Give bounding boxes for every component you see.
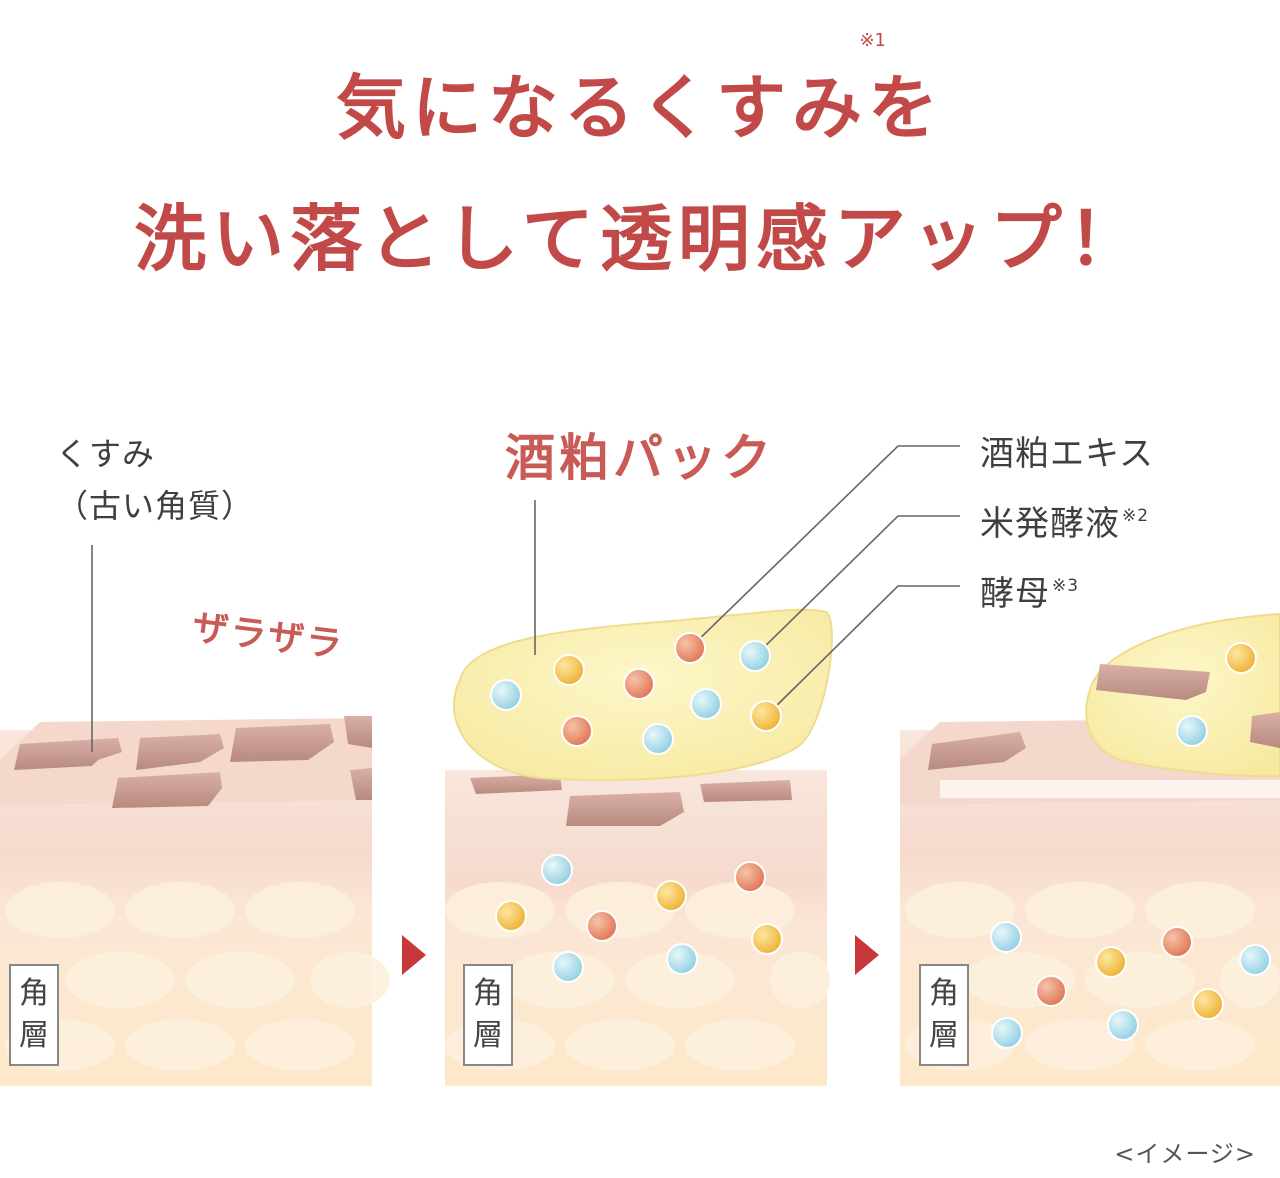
panel-before [0,716,390,1086]
panel-pack [445,608,833,1086]
dot-yellow [750,700,782,732]
old-keratin-flakes [14,716,372,808]
kusumi-label: くすみ （古い角質） [56,428,254,532]
headline-line1: 気になるくすみ ※1 を [0,30,1280,153]
stratum-char-1: 角 [929,976,959,1011]
arrow-right-icon [402,935,426,975]
dot-orange [1035,975,1067,1007]
dot-orange [586,910,618,942]
stratum-label-box-2 [463,964,513,1066]
sake-lees-pack-label: 酒粕パック [505,429,775,487]
dot-blue [490,679,522,711]
kusumi-label-line1: くすみ [56,435,156,473]
ingredient-label-yeast: 酵母※3 [980,566,1079,615]
headline-line1-main: 気になるくすみ [336,66,868,149]
stratum-label-box-1 [9,964,59,1066]
dot-yellow [553,654,585,686]
dot-blue [1176,715,1208,747]
headline-line1-tail: を [868,66,944,149]
dot-orange [561,715,593,747]
dot-yellow [1225,642,1257,674]
ingredient-name: 米発酵液 [980,504,1120,544]
dot-blue [1107,1009,1139,1041]
dot-blue [642,723,674,755]
dot-yellow [751,923,783,955]
stratum-char-1: 角 [473,976,503,1011]
panel-after [900,612,1280,1086]
ingredient-name: 酵母 [980,574,1050,614]
ingredient-dots [490,632,1271,1049]
dot-orange [1161,926,1193,958]
headline-line2: 洗い落として透明感アップ！ [134,196,1146,281]
arrow-right-icon [855,935,879,975]
dot-blue [541,854,573,886]
smooth-surface-highlight [940,780,1280,798]
stratum-label-box-3 [919,964,969,1066]
ingredient-name: 酒粕エキス [980,434,1154,474]
ingredient-note: ※2 [1122,506,1150,526]
leader-lines [91,445,960,752]
stratum-char-1: 角 [19,976,49,1011]
stratum-char-2: 層 [929,1018,959,1053]
kusumi-label-line2: （古い角質） [56,487,255,525]
stratum-labels: 角 層 角 層 角 層 [19,976,959,1053]
flakes-lifted-with-pack [1096,664,1280,748]
dot-blue [690,688,722,720]
dot-blue [552,951,584,983]
image-note: <イメージ> [1114,1140,1256,1168]
dot-yellow [1192,988,1224,1020]
flakes-under-pack [470,774,792,826]
ingredient-note: ※3 [1052,576,1080,596]
dot-orange [674,632,706,664]
headline-line1-main-wrap: 気になるくすみ ※1 [336,30,886,153]
dot-blue [990,921,1022,953]
dot-yellow [655,880,687,912]
dot-yellow [1095,946,1127,978]
stratum-char-2: 層 [19,1018,49,1053]
stratum-char-2: 層 [473,1018,503,1053]
ingredient-label-sake-lees-extract: 酒粕エキス [980,426,1154,475]
skin-cells-3 [905,882,1280,1071]
dot-orange [734,861,766,893]
dot-blue [666,943,698,975]
dot-blue [991,1017,1023,1049]
ingredient-label-rice-ferment: 米発酵液※2 [980,496,1149,545]
dot-blue [739,640,771,672]
remaining-flakes [928,732,1026,770]
dot-orange [623,668,655,700]
dot-blue [1239,944,1271,976]
dot-yellow [495,900,527,932]
headline-note-1: ※1 [859,30,886,51]
skin-cells-1 [5,882,390,1071]
